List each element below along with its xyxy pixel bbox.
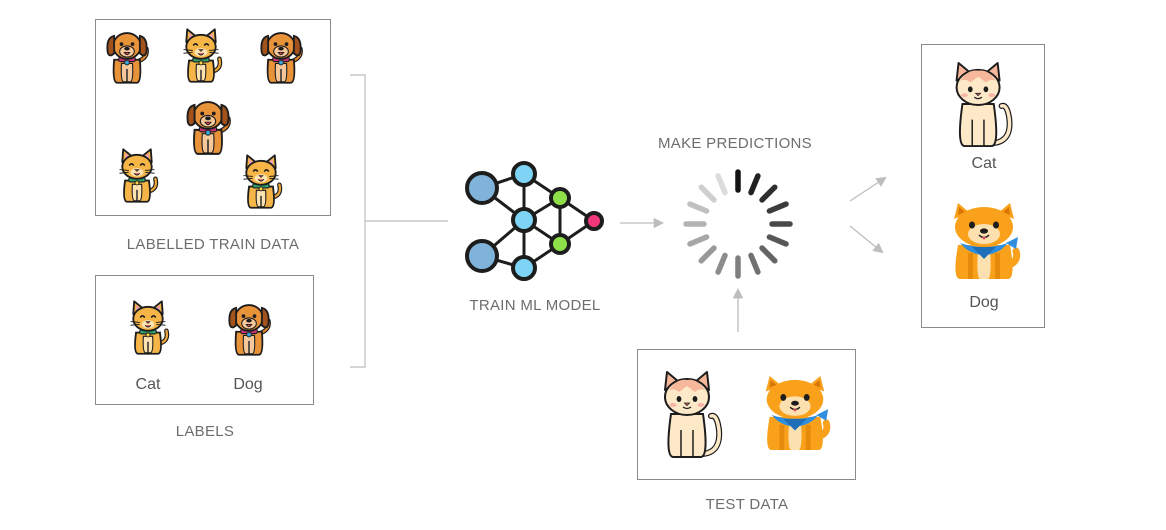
kitten-icon	[238, 152, 284, 212]
cream-cat-icon	[658, 370, 724, 460]
puppy-icon	[184, 96, 232, 158]
train-model-caption: TRAIN ML MODEL	[469, 297, 601, 314]
spinner-tick	[759, 245, 778, 264]
prediction-dog-label: Dog	[969, 294, 999, 311]
label-cat: Cat	[135, 376, 161, 393]
spinner-tick	[748, 252, 761, 275]
bracket-line	[350, 74, 366, 368]
kitten-icon	[125, 298, 171, 358]
puppy-icon	[104, 26, 150, 88]
spinner-tick	[766, 234, 789, 247]
cream-cat-icon	[947, 61, 1017, 149]
predictions-box: Cat Dog	[921, 44, 1045, 328]
neural-network-icon	[465, 161, 604, 281]
make-predictions-caption: MAKE PREDICTIONS	[658, 135, 812, 152]
spinner-tick	[715, 173, 728, 196]
test-data-box	[637, 349, 856, 480]
spinner-tick	[698, 245, 717, 264]
shiba-dog-icon	[944, 201, 1024, 281]
spinner-tick	[698, 184, 717, 203]
puppy-icon	[226, 298, 272, 360]
spinner-tick	[687, 201, 710, 214]
prediction-cat-label: Cat	[971, 155, 997, 172]
train-data-caption: LABELLED TRAIN DATA	[126, 236, 300, 253]
labels-caption: LABELS	[175, 423, 235, 440]
kitten-icon	[114, 146, 160, 206]
kitten-icon	[178, 26, 224, 86]
spinner-tick	[748, 173, 761, 196]
puppy-icon	[258, 26, 304, 88]
spinner-tick	[715, 252, 728, 275]
predict-to-cat-arrow	[849, 176, 887, 202]
shiba-dog-icon	[756, 374, 834, 452]
spinner-tick	[687, 234, 710, 247]
labels-box: Cat Dog	[95, 275, 314, 405]
loading-spinner-icon	[683, 169, 793, 279]
train-data-box	[95, 19, 331, 216]
spinner-tick	[759, 184, 778, 203]
test-data-caption: TEST DATA	[705, 496, 789, 513]
spinner-tick	[766, 201, 789, 214]
predict-to-dog-arrow	[849, 225, 884, 254]
label-dog: Dog	[233, 376, 263, 393]
